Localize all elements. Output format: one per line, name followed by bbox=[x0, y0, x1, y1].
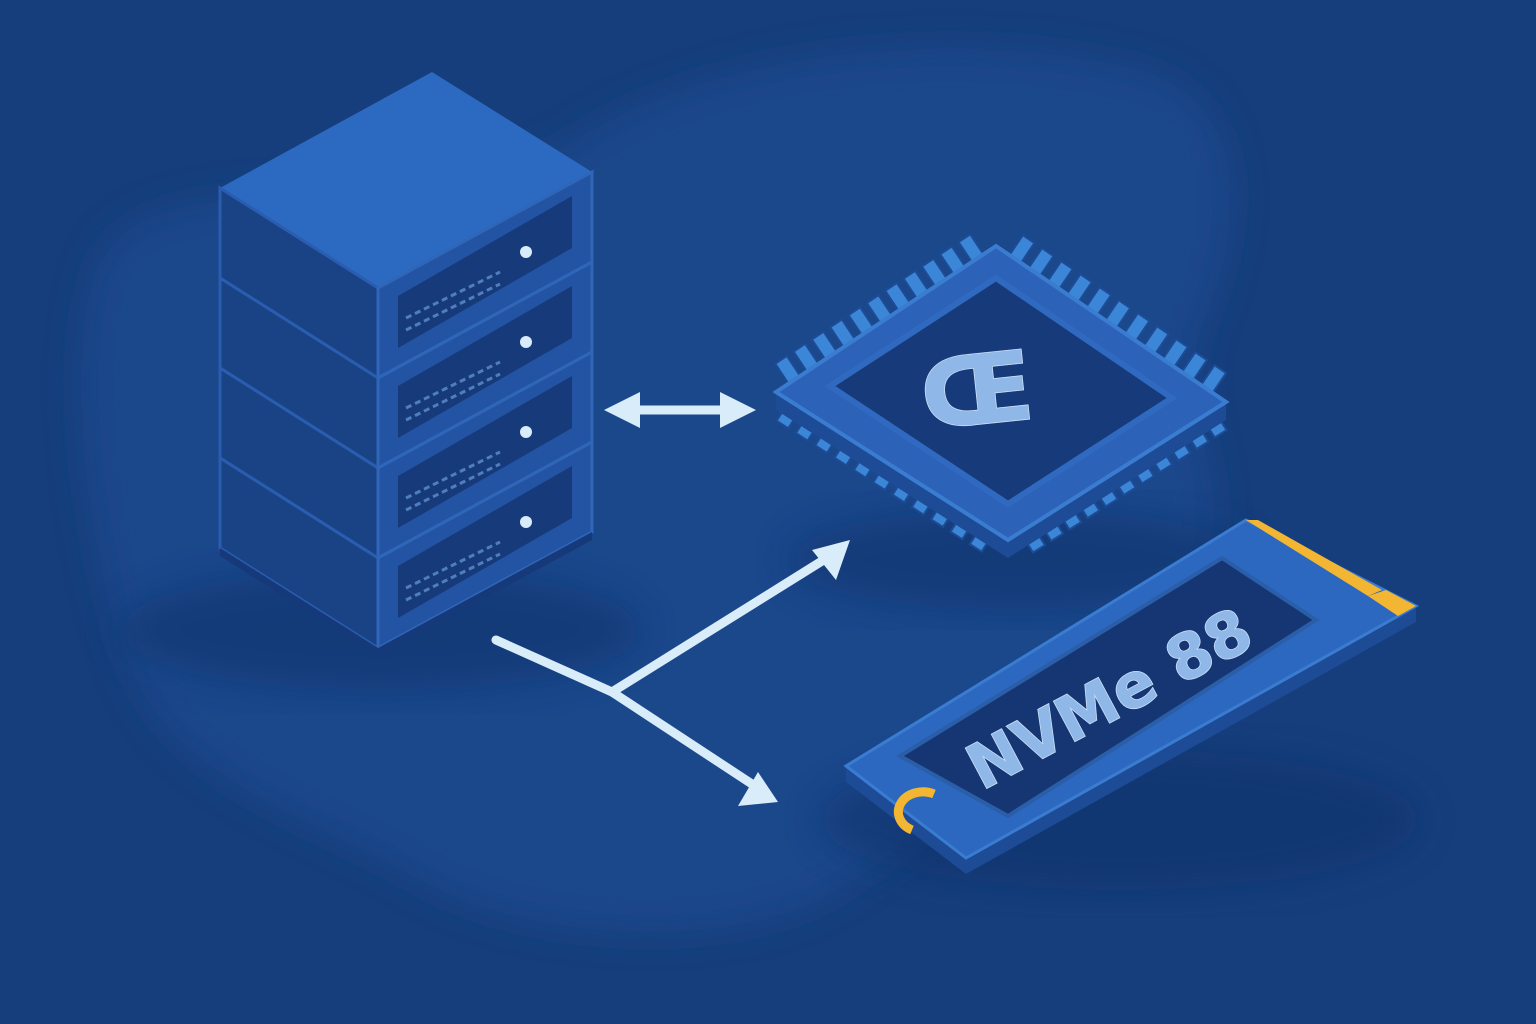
chip-shadow bbox=[790, 510, 1250, 610]
chip-label: Œ bbox=[915, 330, 1038, 453]
connection-arrows bbox=[491, 392, 850, 806]
server-panel-line bbox=[405, 360, 501, 410]
arrow-head-right bbox=[720, 392, 756, 428]
server-top bbox=[220, 72, 592, 288]
server-status-led-icon bbox=[520, 246, 532, 258]
server-panel-line bbox=[405, 372, 501, 422]
arrow-to-chip bbox=[607, 551, 835, 697]
server-unit-panel bbox=[398, 286, 572, 438]
chip-body-side bbox=[776, 392, 1226, 558]
arrow-head-chip bbox=[812, 540, 850, 580]
chip-die bbox=[824, 274, 1178, 508]
gold-contacts-tip bbox=[1368, 590, 1416, 616]
server-panel-line bbox=[405, 270, 501, 320]
server-status-led-icon bbox=[520, 516, 532, 528]
server-unit-panel bbox=[398, 466, 572, 618]
server-status-led-icon bbox=[520, 336, 532, 348]
mounting-notch bbox=[893, 787, 936, 835]
server-unit-panel bbox=[398, 196, 572, 348]
server-panel-line bbox=[405, 552, 501, 602]
arrow-head-ssd bbox=[738, 772, 778, 806]
server-panel-line bbox=[405, 450, 501, 500]
arrow-to-ssd bbox=[607, 687, 763, 793]
gold-contacts bbox=[1246, 520, 1382, 596]
ssd-label-panel bbox=[896, 555, 1320, 819]
server-rack-icon bbox=[218, 72, 594, 656]
server-panel-line bbox=[405, 540, 501, 590]
arrow-server-trunk bbox=[491, 635, 617, 697]
server-unit-panel bbox=[398, 376, 572, 528]
server-panel-line bbox=[405, 282, 501, 332]
server-panel-line bbox=[405, 462, 501, 512]
cpu-chip-icon: Œ bbox=[772, 232, 1230, 558]
server-status-led-icon bbox=[520, 426, 532, 438]
arrow-head-left bbox=[604, 392, 640, 428]
